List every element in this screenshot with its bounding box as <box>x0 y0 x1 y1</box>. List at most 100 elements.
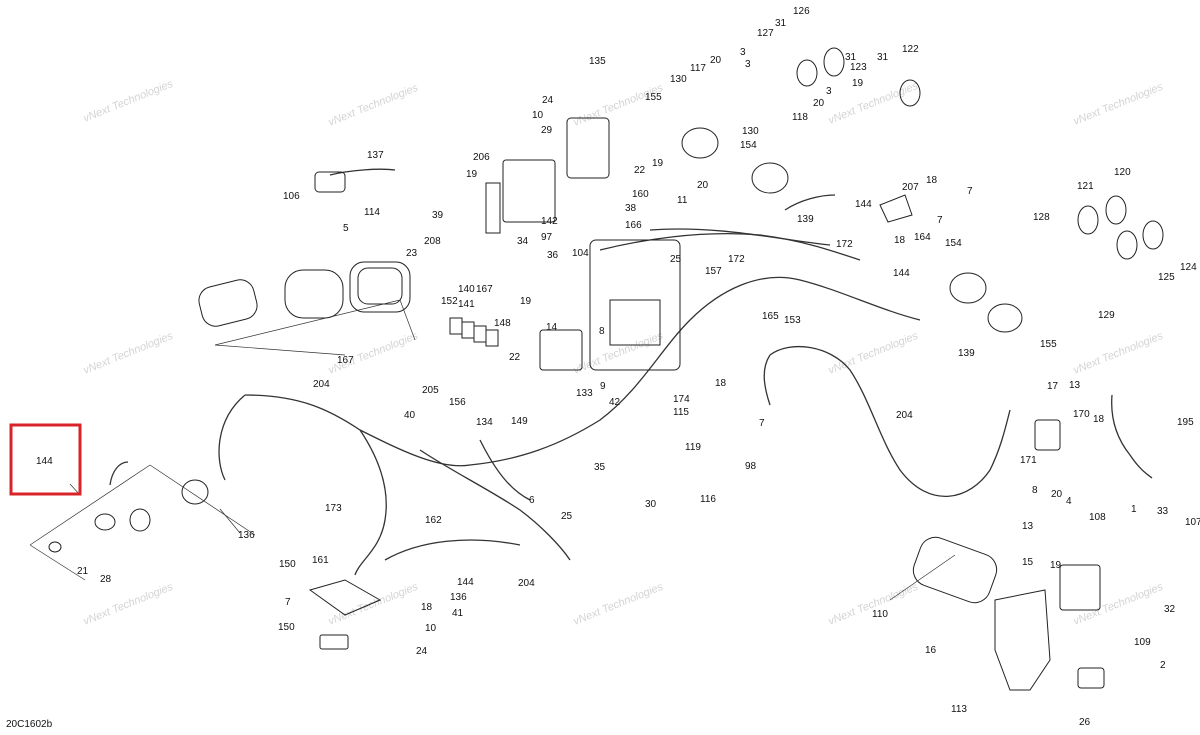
callout-number: 10 <box>532 110 544 121</box>
callout-number: 97 <box>541 232 553 243</box>
callout-number: 154 <box>740 140 757 151</box>
callout-number: 13 <box>1069 380 1081 391</box>
callout-number: 162 <box>425 515 442 526</box>
callout-number: 126 <box>793 6 810 17</box>
callout-number: 108 <box>1089 512 1106 523</box>
callout-number: 116 <box>700 494 716 505</box>
watermark: vNext Technologies <box>327 581 421 628</box>
callout-number: 121 <box>1077 181 1094 192</box>
callout-number: 19 <box>520 296 532 307</box>
callout-number: 130 <box>742 126 759 137</box>
highlight-box <box>9 423 82 496</box>
callout-number: 127 <box>757 28 774 39</box>
callout-number: 24 <box>416 646 428 657</box>
callout-number: 124 <box>1180 262 1197 273</box>
callout-number: 34 <box>517 236 529 247</box>
watermarks: vNext Technologies vNext Technologies vN… <box>82 78 1166 628</box>
callout-number: 148 <box>494 318 511 329</box>
callout-number: 154 <box>945 238 962 249</box>
callouts: 126 31 127 3 20 117 3 130 155 31 123 122… <box>36 6 1200 728</box>
callout-number: 23 <box>406 248 418 259</box>
callout-number: 18 <box>926 175 938 186</box>
callout-number: 9 <box>600 381 606 392</box>
callout-number: 13 <box>1022 521 1034 532</box>
callout-number: 25 <box>561 511 573 522</box>
callout-number: 25 <box>670 254 682 265</box>
callout-number: 117 <box>690 63 706 74</box>
diagram-reference-code: 20C1602b <box>6 719 53 730</box>
callout-number: 26 <box>1079 717 1091 728</box>
callout-number: 166 <box>625 220 642 231</box>
callout-number: 7 <box>285 597 291 608</box>
callout-number: 113 <box>951 704 967 715</box>
callout-number: 128 <box>1033 212 1050 223</box>
callout-number: 3 <box>745 59 751 70</box>
callout-number: 110 <box>872 609 888 620</box>
callout-number: 31 <box>775 18 787 29</box>
callout-number: 18 <box>894 235 906 246</box>
callout-number: 172 <box>836 239 853 250</box>
callout-number: 204 <box>518 578 535 589</box>
callout-number: 21 <box>77 566 89 577</box>
callout-number: 129 <box>1098 310 1115 321</box>
callout-number: 39 <box>432 210 444 221</box>
callout-number: 136 <box>450 592 467 603</box>
callout-number: 136 <box>238 530 255 541</box>
watermark: vNext Technologies <box>82 581 176 628</box>
callout-number: 20 <box>697 180 709 191</box>
parts <box>48 47 1164 691</box>
callout-number: 123 <box>850 62 867 73</box>
callout-number: 15 <box>1022 557 1034 568</box>
group-brackets <box>29 299 956 601</box>
callout-number: 161 <box>312 555 329 566</box>
callout-number: 205 <box>422 385 439 396</box>
callout-number: 167 <box>476 284 493 295</box>
callout-number: 160 <box>632 189 649 200</box>
callout-number: 114 <box>364 207 380 218</box>
callout-number: 134 <box>476 417 493 428</box>
callout-number: 8 <box>599 326 605 337</box>
callout-number: 208 <box>424 236 441 247</box>
callout-number: 98 <box>745 461 757 472</box>
callout-number: 204 <box>313 379 330 390</box>
callout-number: 155 <box>1040 339 1057 350</box>
watermark: vNext Technologies <box>827 80 921 127</box>
callout-number: 153 <box>784 315 801 326</box>
callout-number: 139 <box>958 348 975 359</box>
watermark: vNext Technologies <box>827 581 921 628</box>
callout-number: 157 <box>705 266 722 277</box>
callout-number: 172 <box>728 254 745 265</box>
callout-number: 20 <box>1051 489 1063 500</box>
callout-number: 32 <box>1164 604 1176 615</box>
callout-number: 19 <box>466 169 478 180</box>
callout-number: 42 <box>609 397 621 408</box>
callout-number: 20 <box>710 55 722 66</box>
callout-number: 165 <box>762 311 779 322</box>
watermark: vNext Technologies <box>82 78 176 125</box>
callout-number: 115 <box>673 407 689 418</box>
callout-number: 167 <box>337 355 354 366</box>
callout-number: 10 <box>425 623 437 634</box>
callout-number: 5 <box>343 223 349 234</box>
callout-number: 31 <box>845 52 857 63</box>
callout-number: 152 <box>441 296 458 307</box>
callout-number: 173 <box>325 503 342 514</box>
callout-number: 119 <box>685 442 701 453</box>
callout-number: 40 <box>404 410 416 421</box>
callout-number: 150 <box>279 559 296 570</box>
callout-number: 38 <box>625 203 637 214</box>
callout-number: 4 <box>1066 496 1072 507</box>
callout-number: 18 <box>1093 414 1105 425</box>
wiring-harness <box>109 168 1153 576</box>
callout-number: 206 <box>473 152 490 163</box>
watermark: vNext Technologies <box>1072 81 1166 128</box>
callout-number: 19 <box>652 158 664 169</box>
callout-number: 7 <box>759 418 765 429</box>
callout-number: 33 <box>1157 506 1169 517</box>
callout-number: 19 <box>852 78 864 89</box>
callout-number: 106 <box>283 191 300 202</box>
callout-number: 139 <box>797 214 814 225</box>
callout-number: 118 <box>792 112 808 123</box>
watermark: vNext Technologies <box>1072 330 1166 377</box>
watermark: vNext Technologies <box>1072 581 1166 628</box>
